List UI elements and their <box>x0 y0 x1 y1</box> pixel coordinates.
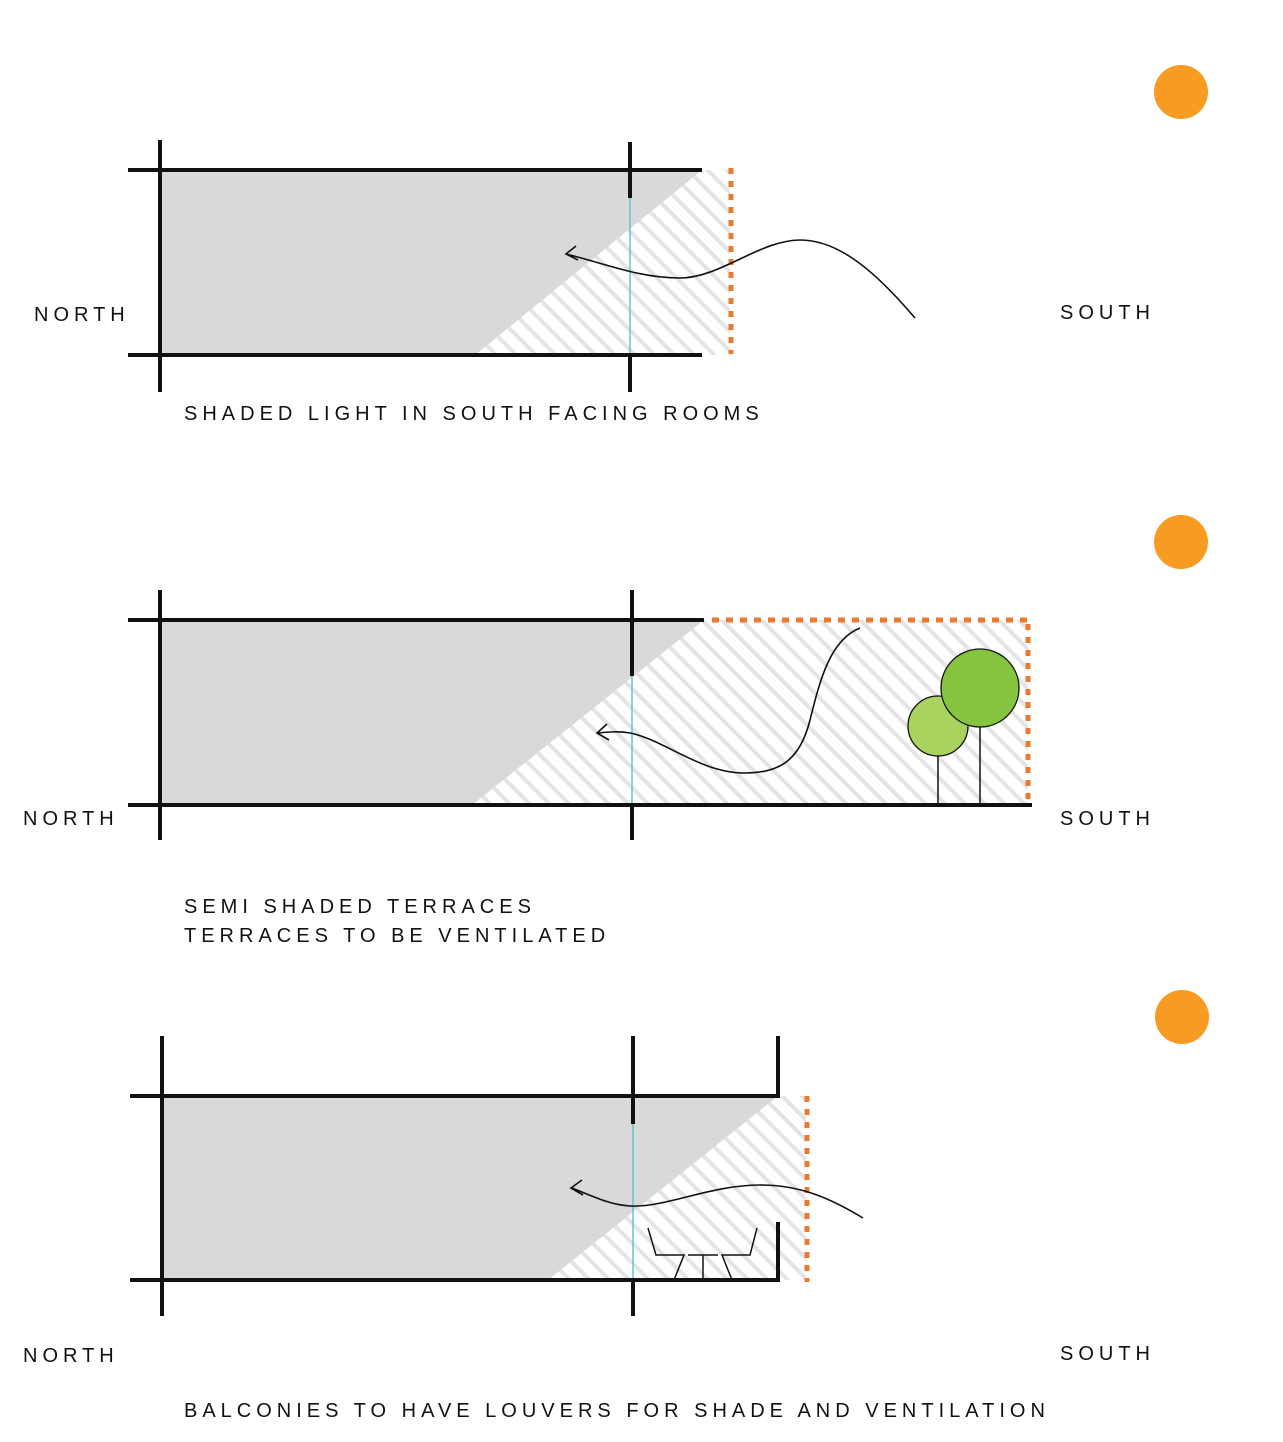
semi-shaded-terrace-zone <box>472 620 1028 805</box>
north-label: NORTH <box>23 1345 119 1367</box>
table-chairs-icon <box>647 1227 758 1281</box>
panel-caption-line-2: TERRACES TO BE VENTILATED <box>184 925 611 947</box>
south-label: SOUTH <box>1060 808 1155 830</box>
south-label: SOUTH <box>1060 1343 1155 1365</box>
panel-3-section <box>130 990 1209 1316</box>
interior-room-fill <box>160 620 704 805</box>
airflow-arrow-icon <box>571 1184 864 1219</box>
panel-caption: BALCONIES TO HAVE LOUVERS FOR SHADE AND … <box>184 1400 1050 1422</box>
sun-icon <box>1154 515 1208 569</box>
airflow-arrowhead <box>564 245 579 261</box>
balcony-shade-zone <box>548 1096 806 1280</box>
panel-caption: SEMI SHADED TERRACES <box>184 896 536 918</box>
panel-caption: SHADED LIGHT IN SOUTH FACING ROOMS <box>184 403 764 425</box>
airflow-arrow-icon <box>597 627 861 774</box>
south-label: SOUTH <box>1060 302 1155 324</box>
airflow-arrowhead <box>569 1179 584 1196</box>
interior-room-fill <box>162 1096 778 1280</box>
sun-icon <box>1154 65 1208 119</box>
shaded-light-zone <box>475 170 730 355</box>
panel-2-section <box>128 515 1208 840</box>
interior-room-fill <box>160 170 702 355</box>
airflow-arrowhead <box>595 723 610 741</box>
sun-icon <box>1155 990 1209 1044</box>
airflow-arrow-icon <box>565 239 916 319</box>
north-label: NORTH <box>34 304 130 326</box>
tree-icon <box>907 648 1020 805</box>
panel-1-section <box>128 65 1208 392</box>
north-label: NORTH <box>23 808 119 830</box>
